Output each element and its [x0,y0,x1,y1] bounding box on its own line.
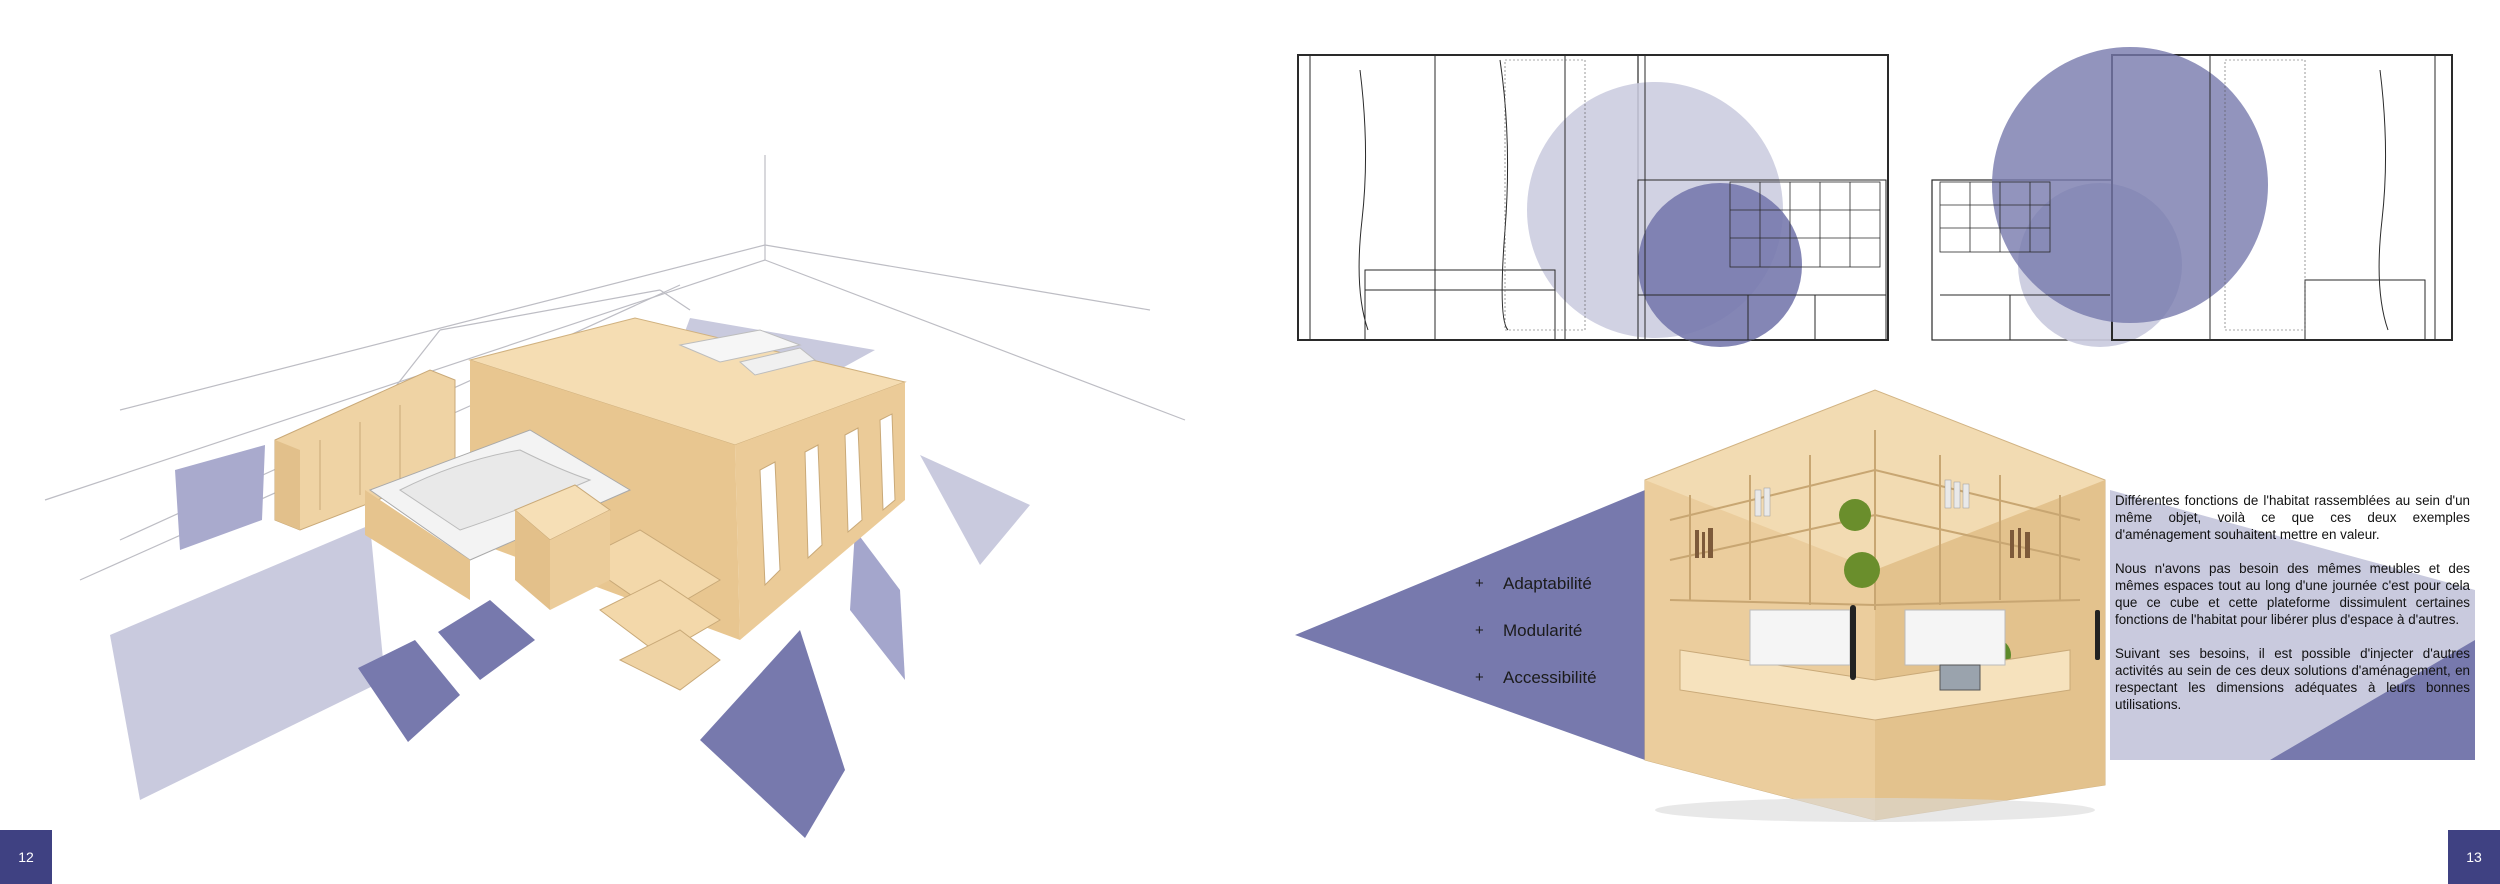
bookshelf-cube-photo [1644,389,2106,822]
feature-label: Accessibilité [1503,667,1597,687]
plus-icon: + [1475,669,1484,686]
plus-icon: + [1475,622,1484,639]
left-page-number: 12 [0,830,52,884]
feature-label: Modularité [1503,620,1583,640]
paragraph: Nous n'avons pas besoin des mêmes meuble… [2115,561,2470,627]
wooden-platform [274,317,907,691]
right-page: + Adaptabilité + Modularité + Accessibil… [1250,0,2500,884]
text-backing [2110,490,2475,760]
right-illustrations [1295,47,2475,822]
feature-item: + Modularité [1475,607,1597,654]
feature-item: + Accessibilité [1475,654,1597,701]
elevation-drawing-right [1931,47,2453,347]
right-page-number: 13 [2448,830,2500,884]
paragraph: Différentes fonctions de l'habitat rasse… [2115,493,2470,542]
description-text: Différentes fonctions de l'habitat rasse… [2115,492,2470,730]
platform-illustration [44,155,1186,838]
elevation-drawing-left [1297,54,1889,347]
purple-triangle [1295,490,1645,760]
feature-item: + Adaptabilité [1475,560,1597,607]
feature-list: + Adaptabilité + Modularité + Accessibil… [1475,560,1597,701]
feature-label: Adaptabilité [1503,573,1592,593]
left-page: 12 [0,155,1186,884]
plus-icon: + [1475,575,1484,592]
paragraph: Suivant ses besoins, il est possible d'i… [2115,646,2470,712]
